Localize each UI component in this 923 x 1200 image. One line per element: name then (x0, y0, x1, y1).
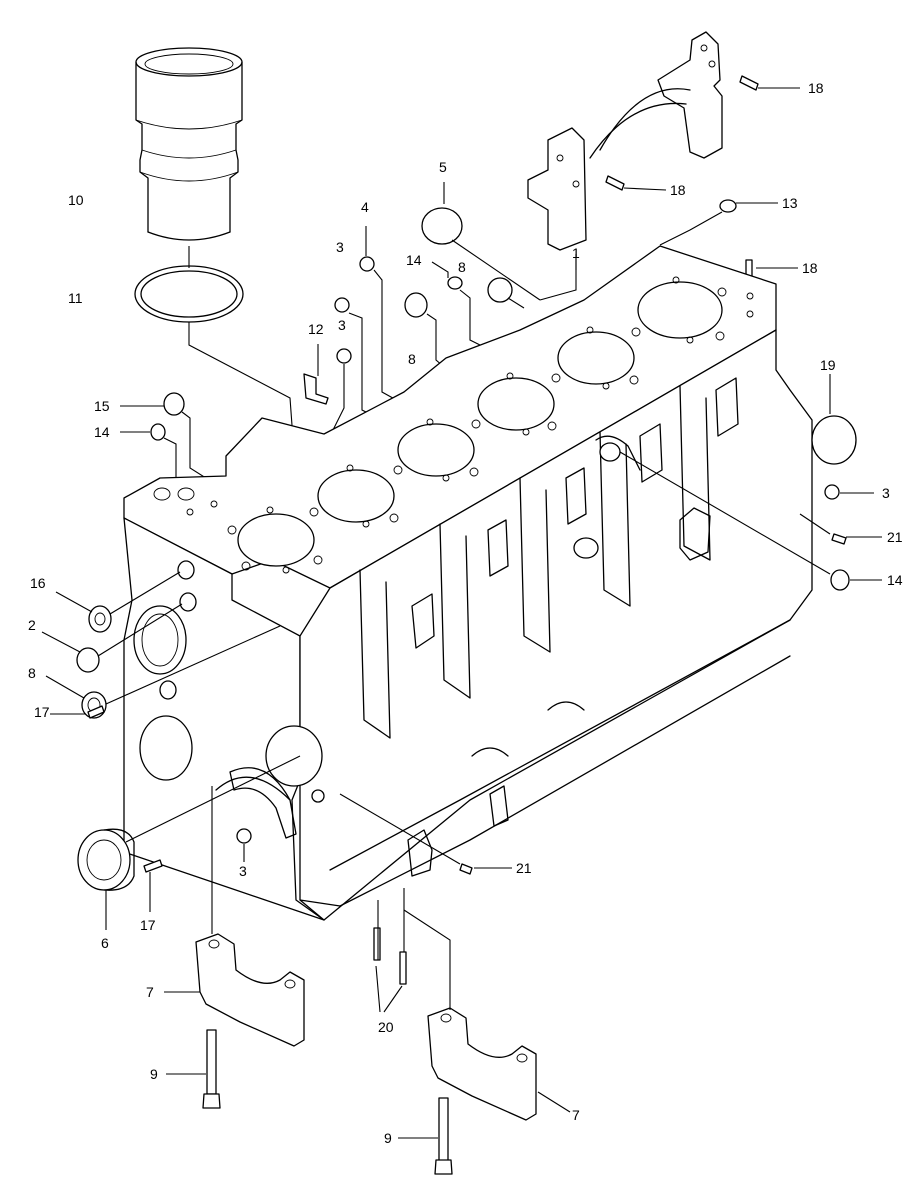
callout-7: 7 (572, 1107, 580, 1123)
callout-12: 12 (308, 321, 324, 337)
callout-3: 3 (239, 863, 247, 879)
callout-18: 18 (802, 260, 818, 276)
callout-14: 14 (887, 572, 903, 588)
thrust-washer (229, 767, 297, 844)
callout-11: 11 (68, 290, 83, 306)
callout-6: 6 (101, 935, 109, 951)
callout-10: 10 (68, 192, 84, 208)
cylinder-block (123, 245, 813, 921)
callout-18: 18 (670, 182, 686, 198)
rear-plate (527, 31, 723, 251)
pin-17 (143, 859, 163, 873)
callout-18: 18 (808, 80, 824, 96)
callout-8: 8 (458, 259, 466, 275)
callout-16: 16 (30, 575, 46, 591)
callout-5: 5 (439, 159, 447, 175)
cylinder-liner (135, 47, 243, 241)
expansion-plugs (334, 207, 513, 364)
callout-15: 15 (94, 398, 110, 414)
dowel-pin (605, 75, 759, 283)
main-bearing-cap (195, 933, 305, 1047)
callout-3: 3 (336, 239, 344, 255)
cap-bolt (202, 1029, 221, 1109)
callout-21: 21 (516, 860, 532, 876)
callout-13: 13 (782, 195, 798, 211)
callout-19: 19 (820, 357, 836, 373)
callout-3: 3 (882, 485, 890, 501)
callout-17: 17 (140, 917, 156, 933)
callout-20: 20 (378, 1019, 394, 1035)
oil-jet-nozzle (303, 373, 329, 405)
seal-housing (77, 828, 135, 891)
callout-9: 9 (150, 1066, 158, 1082)
plug-15-14 (150, 392, 185, 441)
callout-17: 17 (34, 704, 50, 720)
main-bearing-cap-2 (427, 1007, 537, 1121)
callout-2: 2 (28, 617, 36, 633)
cup-plug-19 (811, 415, 857, 465)
callout-21: 21 (887, 529, 903, 545)
callout-8: 8 (408, 351, 416, 367)
callout-14: 14 (406, 252, 422, 268)
callout-1: 1 (572, 245, 580, 261)
plug-13 (719, 199, 737, 213)
callout-14: 14 (94, 424, 110, 440)
cap-bolt-2 (434, 1097, 453, 1175)
callout-7: 7 (146, 984, 154, 1000)
callout-8: 8 (28, 665, 36, 681)
o-ring (134, 265, 244, 323)
callout-4: 4 (361, 199, 369, 215)
front-plugs (76, 605, 112, 719)
callout-9: 9 (384, 1130, 392, 1146)
side-plugs (459, 484, 850, 875)
callout-3: 3 (338, 317, 346, 333)
bolts-20 (373, 927, 407, 985)
